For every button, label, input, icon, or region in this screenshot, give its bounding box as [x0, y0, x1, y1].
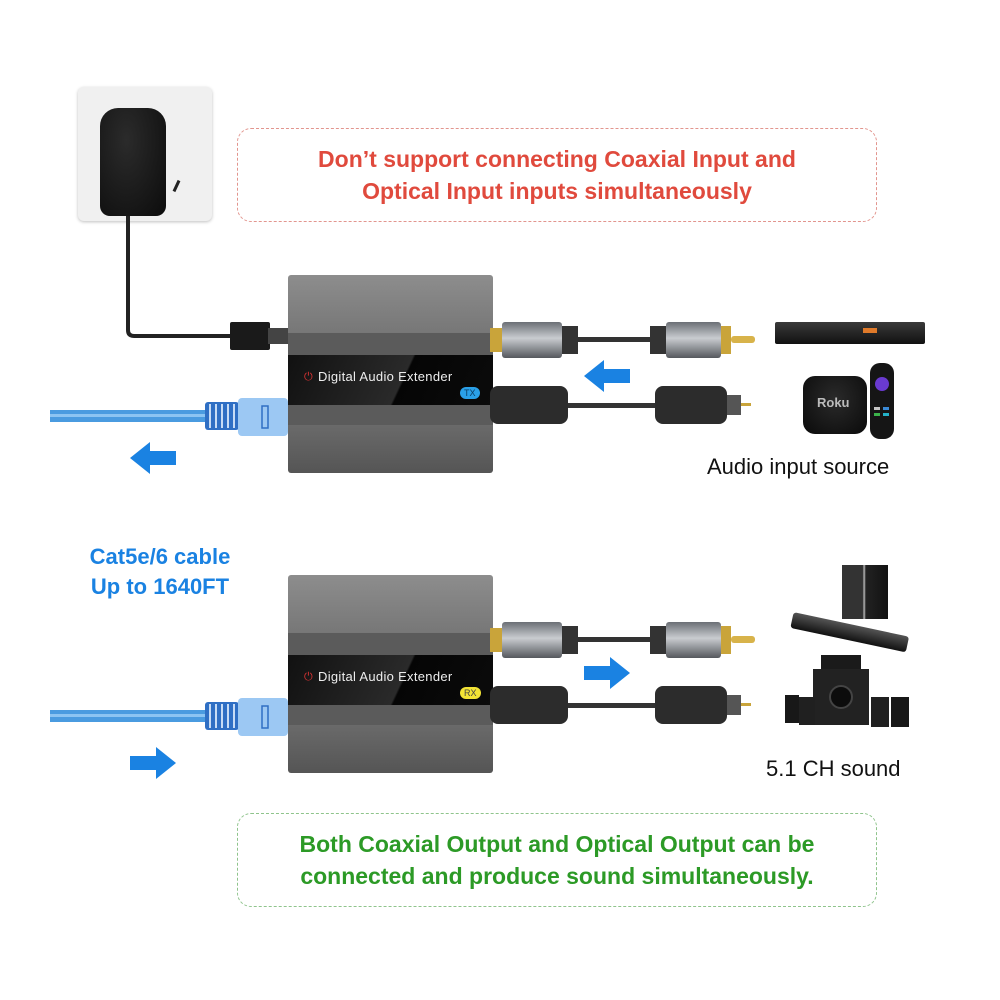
info-line-2: connected and produce sound simultaneous… — [300, 863, 814, 889]
transmitter-device: ⏻ Digital Audio Extender TX — [288, 275, 493, 473]
receiver-device: ⏻ Digital Audio Extender RX — [288, 575, 493, 773]
rx-cable-arrow-right-icon — [130, 747, 176, 779]
surround-sound-caption: 5.1 CH sound — [766, 756, 901, 781]
roku-logo: Roku — [817, 395, 850, 410]
roku-remote-icon — [870, 363, 894, 439]
rx-ethernet-cable — [50, 698, 288, 736]
warning-note: Don’t support connecting Coaxial Input a… — [237, 128, 877, 222]
power-icon: ⏻ — [304, 671, 313, 683]
rx-output-cables — [490, 622, 755, 724]
speaker-set-icon — [785, 655, 915, 730]
cable-type: Cat5e/6 cable — [89, 544, 231, 569]
audio-input-source-caption: Audio input source — [707, 454, 890, 479]
warning-line-2: Optical Input inputs simultaneously — [362, 178, 752, 204]
subwoofer-icon — [842, 565, 888, 619]
info-note: Both Coaxial Output and Optical Output c… — [237, 813, 877, 907]
power-icon: ⏻ — [304, 371, 313, 383]
rx-output-arrow-right-icon — [584, 657, 630, 689]
tx-ethernet-cable — [50, 398, 288, 436]
power-adapter-icon — [100, 108, 166, 216]
rx-badge: RX — [460, 687, 481, 699]
roku-box-icon: Roku — [803, 376, 867, 434]
tx-input-cables — [490, 322, 755, 424]
cable-distance: Up to 1640FT — [90, 574, 230, 599]
warning-line-1: Don’t support connecting Coaxial Input a… — [318, 146, 796, 172]
tx-input-arrow-left-icon — [584, 360, 630, 392]
tx-badge: TX — [460, 387, 480, 399]
dvd-player-icon — [775, 322, 925, 344]
tx-cable-arrow-left-icon — [130, 442, 176, 474]
device-name: Digital Audio Extender — [318, 369, 453, 384]
power-cord — [126, 216, 290, 350]
cable-label: Cat5e/6 cable Up to 1640FT — [60, 542, 260, 602]
info-line-1: Both Coaxial Output and Optical Output c… — [299, 831, 815, 857]
device-name: Digital Audio Extender — [318, 669, 453, 684]
